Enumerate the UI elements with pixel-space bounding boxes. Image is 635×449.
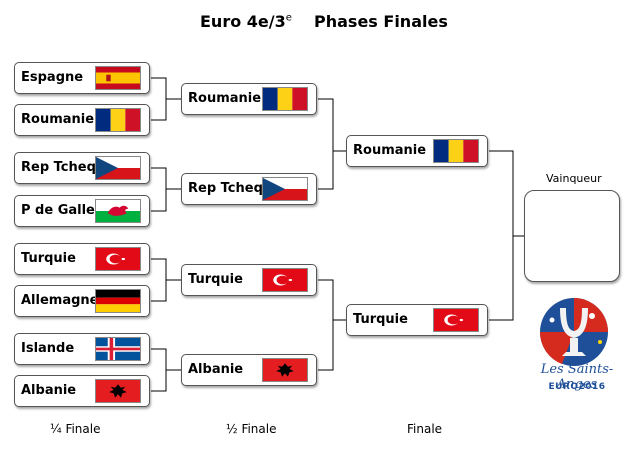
- czech-flag-icon: [262, 177, 308, 201]
- sf-team-2: Rep Tcheq: [181, 173, 317, 205]
- team-name: Roumanie: [188, 91, 262, 106]
- team-name: Espagne: [21, 70, 84, 85]
- iceland-flag-icon: [95, 337, 141, 361]
- turkey-flag-icon: [262, 268, 308, 292]
- round-label-semi: ½ Finale: [226, 422, 277, 436]
- germany-flag-icon: [95, 289, 141, 313]
- qf-team-4: P de Galle: [14, 195, 150, 227]
- title-competition: Euro 4e/3e: [200, 12, 292, 31]
- qf-team-1: Espagne: [14, 62, 150, 94]
- qf-team-8: Albanie: [14, 375, 150, 407]
- wales-flag-icon: [95, 199, 141, 223]
- round-label-quarter: ¼ Finale: [50, 422, 101, 436]
- qf-team-2: Roumanie: [14, 104, 150, 136]
- round-label-final: Finale: [407, 422, 443, 436]
- team-name: Roumanie: [21, 112, 95, 127]
- qf-team-3: Rep Tcheq: [14, 152, 150, 184]
- title-superscript: e: [285, 12, 292, 24]
- romania-flag-icon: [95, 108, 141, 132]
- czech-flag-icon: [95, 156, 141, 180]
- sf-team-4: Albanie: [181, 354, 317, 386]
- team-name: Islande: [21, 341, 75, 356]
- team-name: P de Galle: [21, 203, 95, 218]
- romania-flag-icon: [262, 87, 308, 111]
- winner-label: Vainqueur: [546, 172, 602, 185]
- team-name: Rep Tcheq: [21, 160, 96, 175]
- final-team-1: Roumanie: [346, 135, 488, 167]
- team-name: Turquie: [353, 312, 408, 327]
- albania-flag-icon: [95, 379, 141, 403]
- sf-team-1: Roumanie: [181, 83, 317, 115]
- euro2016-logo-icon: [539, 298, 608, 366]
- qf-team-5: Turquie: [14, 243, 150, 275]
- sf-team-3: Turquie: [181, 264, 317, 296]
- turkey-flag-icon: [95, 247, 141, 271]
- logo-subtitle: EURO2016: [548, 382, 606, 392]
- logo-title: Les Saints-Anges: [540, 362, 614, 392]
- team-name: Albanie: [188, 362, 244, 377]
- winner-box: [524, 190, 620, 282]
- team-name: Turquie: [21, 251, 76, 266]
- team-name: Allemagne: [21, 293, 99, 308]
- romania-flag-icon: [433, 139, 479, 163]
- team-name: Turquie: [188, 272, 243, 287]
- spain-flag-icon: [95, 66, 141, 90]
- team-name: Roumanie: [353, 143, 427, 158]
- qf-team-7: Islande: [14, 333, 150, 365]
- qf-team-6: Allemagne: [14, 285, 150, 317]
- title-stage: Phases Finales: [314, 12, 448, 31]
- turkey-flag-icon: [433, 308, 479, 332]
- final-team-2: Turquie: [346, 304, 488, 336]
- team-name: Albanie: [21, 383, 77, 398]
- team-name: Rep Tcheq: [188, 181, 263, 196]
- albania-flag-icon: [262, 358, 308, 382]
